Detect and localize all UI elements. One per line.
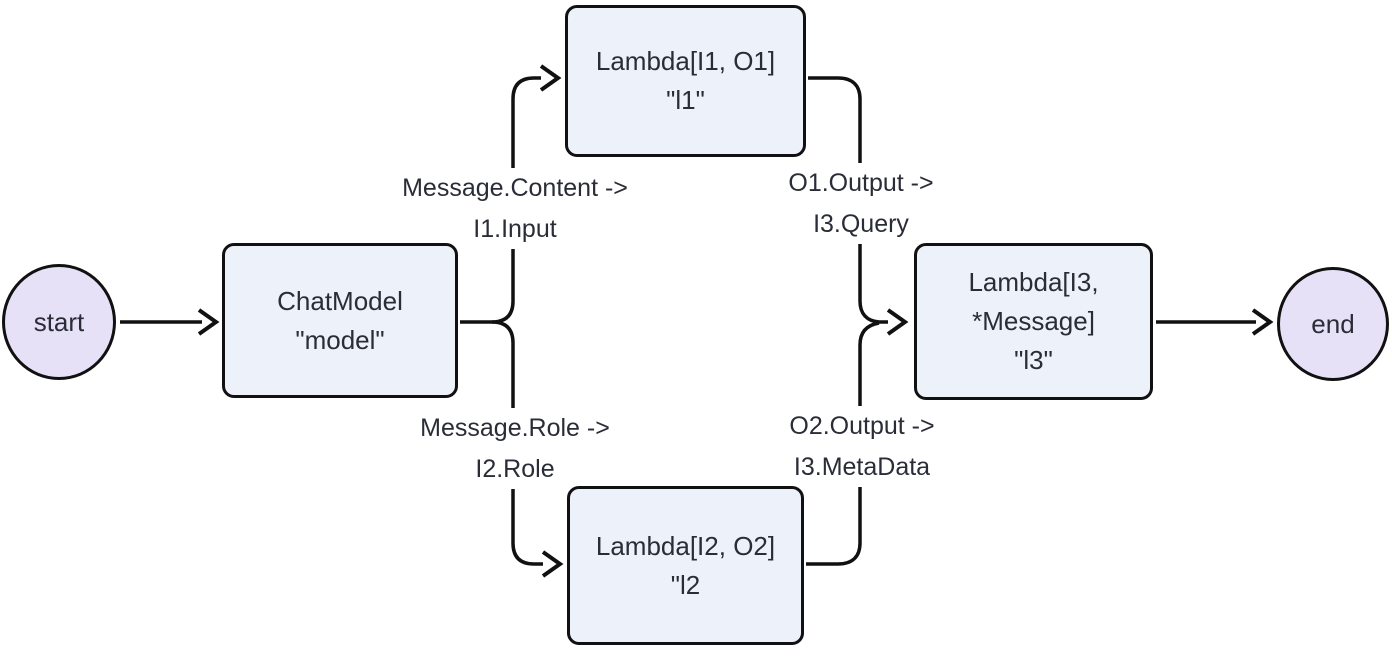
node-start: start [2, 264, 116, 380]
node-chatmodel-label: ChatModel "model" [277, 285, 403, 355]
arrowhead-start-chatmodel [197, 308, 220, 336]
node-end: end [1277, 267, 1389, 381]
edge-label-message-content: Message.Content -> I1.Input [396, 168, 634, 249]
node-lambda3: Lambda[I3, *Message] "l3" [914, 243, 1153, 400]
node-lambda2-label: Lambda[I2, O2] "l2 [595, 530, 776, 600]
edge-lambda2-lambda3 [806, 321, 880, 566]
arrowhead-merge-lambda3 [886, 308, 909, 336]
node-chatmodel: ChatModel "model" [222, 243, 458, 398]
node-lambda2: Lambda[I2, O2] "l2 [567, 486, 804, 645]
arrowhead-chatmodel-lambda2 [541, 550, 564, 578]
node-lambda1: Lambda[I1, O1] "l1" [565, 5, 806, 157]
node-end-label: end [1311, 308, 1355, 339]
node-lambda1-label: Lambda[I1, O1] "l1" [595, 46, 776, 115]
node-start-label: start [33, 306, 85, 337]
edge-label-message-role: Message.Role -> I2.Role [414, 408, 616, 489]
arrowhead-chatmodel-lambda1 [539, 64, 562, 92]
edge-chatmodel-lambda2 [491, 320, 543, 566]
node-lambda3-label: Lambda[I3, *Message] "l3" [968, 267, 1099, 375]
arrowhead-lambda3-end [1251, 308, 1274, 336]
edge-label-o1-output: O1.Output -> I3.Query [782, 163, 940, 244]
edge-label-o2-output: O2.Output -> I3.MetaData [783, 406, 941, 487]
